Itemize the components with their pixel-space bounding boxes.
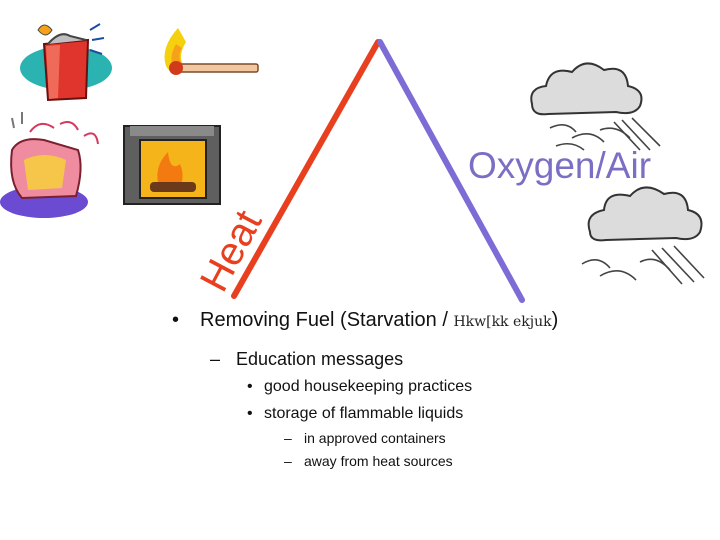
housekeeping-text: good housekeeping practices	[264, 378, 473, 395]
cloud-clipart-top	[530, 62, 643, 116]
title-serif-text: Hkw[kk ekjuk	[453, 314, 552, 330]
dash-marker: –	[284, 453, 292, 469]
wind-lines-top	[549, 117, 661, 151]
storage-text: storage of flammable liquids	[264, 405, 464, 422]
list-item: –away from heat sources	[284, 453, 453, 469]
education-messages-text: Education messages	[236, 349, 404, 369]
oxygen-side-line	[377, 39, 525, 303]
title-bullet-line: • Removing Fuel (Starvation / Hkw[kk ekju…	[172, 309, 558, 332]
fireplace-clipart	[123, 125, 221, 205]
bullet-marker: •	[247, 378, 253, 395]
heat-side-line	[231, 39, 381, 299]
wind-lines-bottom	[581, 245, 705, 285]
iron-clipart	[0, 112, 99, 218]
bullet-marker: •	[247, 405, 253, 422]
approved-containers-text: in approved containers	[304, 430, 446, 446]
dash-marker: –	[210, 349, 221, 369]
cloud-clipart-bottom	[587, 186, 703, 242]
list-item: • good housekeeping practices	[247, 378, 472, 396]
bullet-marker: •	[172, 309, 180, 331]
title-text: Removing Fuel (Starvation /	[200, 309, 454, 331]
oxygen-air-label: Oxygen/Air	[468, 145, 652, 186]
title-close: )	[551, 309, 559, 331]
match-clipart	[164, 28, 259, 75]
heat-sources-text: away from heat sources	[304, 453, 453, 469]
dash-marker: –	[284, 430, 292, 446]
list-item: –in approved containers	[284, 430, 446, 446]
sub-bullet-line: –Education messages	[210, 349, 403, 370]
list-item: • storage of flammable liquids	[247, 405, 463, 423]
lighter-clipart	[20, 23, 112, 102]
